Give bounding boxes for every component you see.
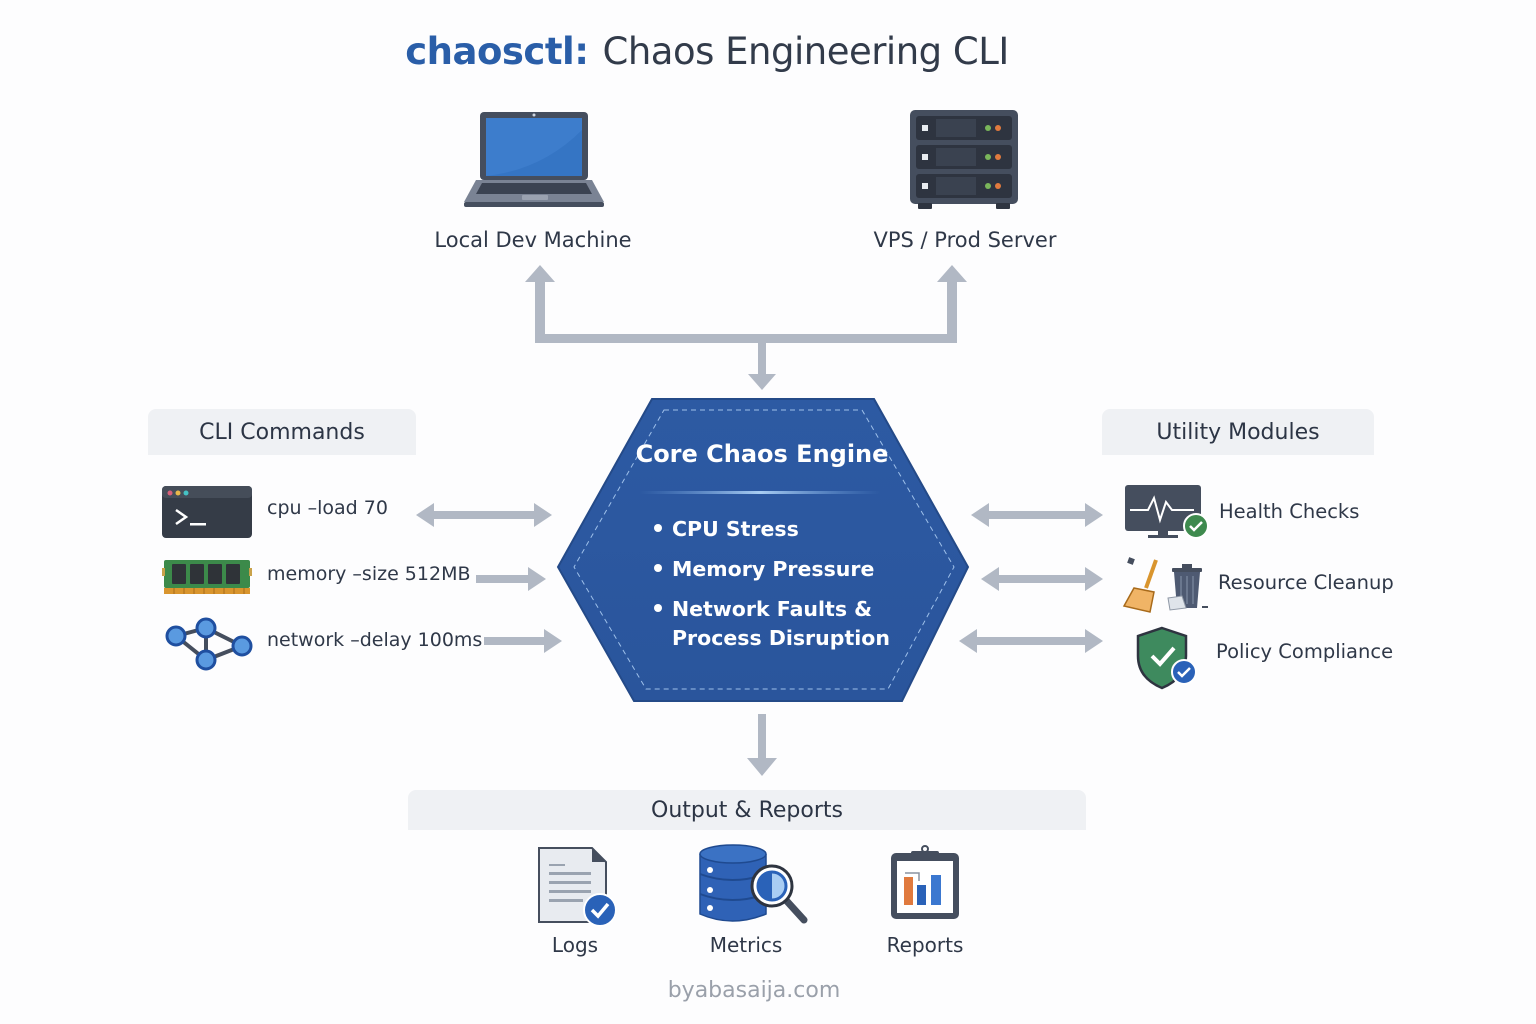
ram-module-icon [162, 558, 252, 600]
cli-command-cpu: cpu –load 70 [267, 497, 388, 519]
laptop-icon [462, 110, 606, 214]
broom-trash-icon [1120, 554, 1212, 622]
document-check-icon [536, 846, 622, 932]
output-metrics: Metrics [709, 933, 783, 957]
title-brand: chaosctl: [405, 30, 589, 73]
engine-item-memory: Memory Pressure [654, 557, 874, 581]
arrow-memory-right [476, 567, 546, 591]
arrow-cpu-bidirectional [416, 503, 552, 527]
output-heading: Output & Reports [408, 790, 1086, 830]
arrow-network-right [484, 629, 562, 653]
cli-commands-heading: CLI Commands [148, 409, 416, 455]
connector-bar [535, 334, 957, 343]
page-title: chaosctl: Chaos Engineering CLI [0, 30, 1414, 73]
database-search-icon [696, 844, 816, 932]
engine-title: Core Chaos Engine [635, 440, 889, 468]
arrow-up-server [937, 265, 967, 342]
utility-health-checks: Health Checks [1219, 500, 1360, 523]
arrow-down-output [747, 714, 777, 776]
output-reports: Reports [886, 933, 964, 957]
utility-policy-compliance: Policy Compliance [1216, 640, 1394, 663]
target-label-server: VPS / Prod Server [873, 228, 1057, 252]
engine-item-network: Network Faults & [654, 597, 872, 621]
arrow-up-local [525, 265, 555, 342]
engine-item-network-line2: Process Disruption [672, 626, 890, 650]
cli-command-memory: memory –size 512MB [267, 563, 471, 585]
target-label-local: Local Dev Machine [434, 228, 632, 252]
cli-arrows [416, 503, 562, 653]
health-monitor-icon [1124, 484, 1214, 546]
arrow-health-bidirectional [971, 503, 1103, 527]
network-graph-icon [162, 616, 256, 678]
utility-arrows [959, 503, 1103, 653]
utility-modules-heading: Utility Modules [1102, 409, 1374, 455]
shield-check-icon [1134, 626, 1204, 694]
server-rack-icon [910, 110, 1020, 214]
footer-credit: byabasaija.com [667, 978, 841, 1003]
title-text: Chaos Engineering CLI [602, 30, 1010, 73]
clipboard-chart-icon [889, 845, 963, 925]
core-engine-hexagon [556, 398, 970, 702]
utility-resource-cleanup: Resource Cleanup [1218, 571, 1394, 594]
arrow-down-engine [748, 342, 776, 390]
terminal-icon [162, 486, 252, 542]
connector-to-targets [525, 265, 967, 390]
engine-item-cpu: CPU Stress [654, 517, 799, 541]
output-logs: Logs [551, 933, 599, 957]
arrow-policy-bidirectional [959, 629, 1103, 653]
arrow-cleanup-bidirectional [981, 567, 1103, 591]
cli-command-network: network –delay 100ms [267, 629, 483, 651]
